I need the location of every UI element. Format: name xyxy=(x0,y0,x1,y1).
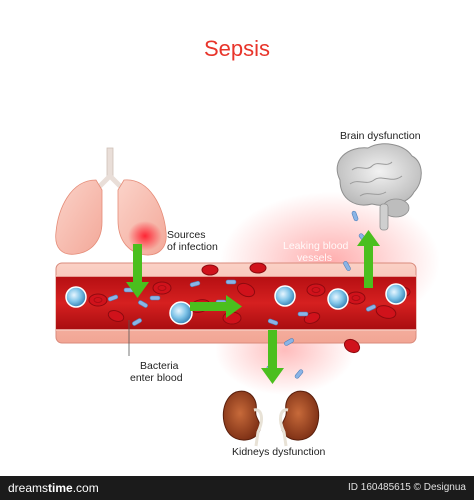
brand-logo: dreamstime.com xyxy=(8,481,99,495)
label-line: Sources xyxy=(167,229,206,241)
footer-bar: dreamstime.com ID 160485615 © Designua xyxy=(0,476,474,500)
kidneys xyxy=(222,390,320,447)
arrow-along-vessel xyxy=(190,295,242,318)
logo-part: .com xyxy=(72,481,99,495)
label-line: vessels xyxy=(297,252,333,264)
label-line: Leaking blood xyxy=(283,240,349,252)
sepsis-diagram xyxy=(55,143,440,447)
arrow-lung-to-vessel xyxy=(126,244,149,298)
label-line: Bacteria xyxy=(140,360,179,372)
arrow-to-brain xyxy=(357,230,380,288)
bacteria xyxy=(107,210,377,379)
infection-site xyxy=(128,221,162,251)
label-leaking-vessels: Leaking blood vessels xyxy=(283,240,348,264)
label-line: enter blood xyxy=(130,372,183,384)
brain xyxy=(336,143,422,231)
image-credit: ID 160485615 © Designua xyxy=(347,482,466,493)
white-blood-cells xyxy=(65,283,407,325)
logo-part: time xyxy=(48,481,73,495)
label-sources-of-infection: Sources of infection xyxy=(167,229,218,253)
label-brain-dysfunction: Brain dysfunction xyxy=(340,130,421,142)
label-kidneys-dysfunction: Kidneys dysfunction xyxy=(232,446,326,458)
page-title: Sepsis xyxy=(203,36,271,61)
label-bacteria-enter-blood: Bacteria enter blood xyxy=(130,360,183,384)
label-line: of infection xyxy=(167,241,218,253)
arrow-to-kidneys xyxy=(261,330,284,384)
lungs xyxy=(55,147,167,256)
logo-part: dreams xyxy=(8,481,49,495)
